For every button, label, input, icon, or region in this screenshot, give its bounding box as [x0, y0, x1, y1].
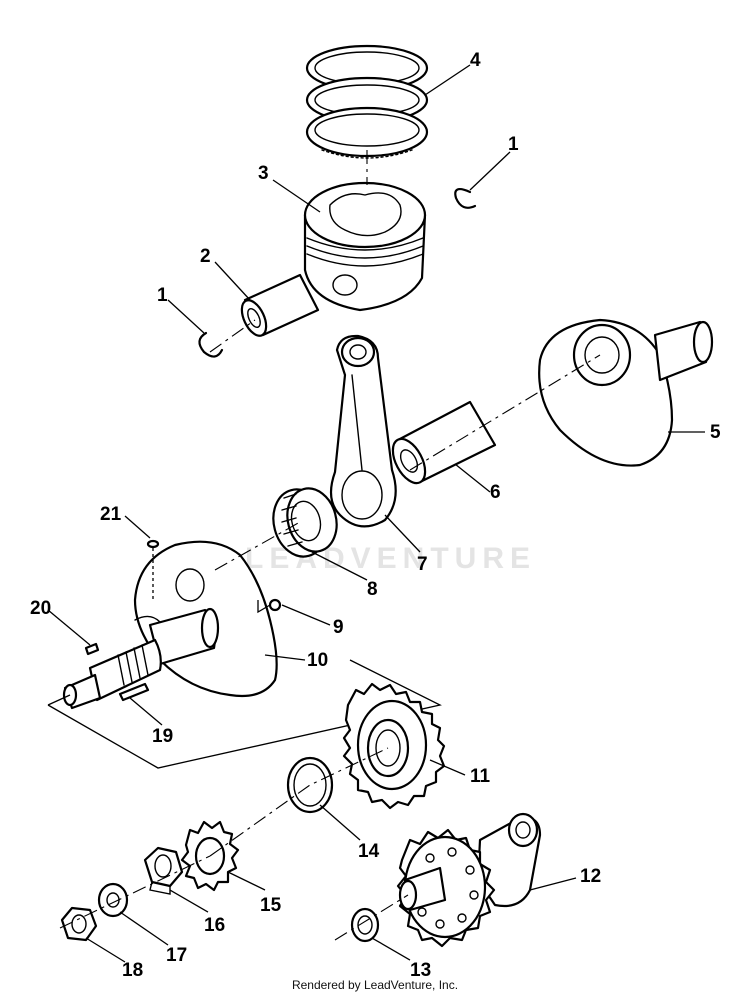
hex-nut[interactable] [60, 906, 98, 942]
callout-10: 10 [307, 650, 328, 671]
leader-lines [47, 64, 705, 963]
woodruff-key[interactable] [146, 539, 160, 549]
crank-pin[interactable] [386, 400, 497, 488]
callout-11: 11 [470, 766, 491, 787]
callout-20: 20 [30, 598, 51, 619]
callout-5: 5 [710, 422, 721, 443]
center-lines [59, 150, 601, 941]
callout-7: 7 [417, 554, 428, 575]
washer[interactable] [97, 882, 129, 918]
callout-16: 16 [204, 915, 225, 936]
callout-4: 4 [470, 50, 481, 71]
callout-3: 3 [258, 163, 269, 184]
callout-labels: 4 1 3 1 2 5 6 7 8 21 9 20 10 19 11 14 12… [30, 50, 721, 981]
callout-13: 13 [410, 960, 431, 981]
callout-2: 2 [200, 246, 211, 267]
callout-6: 6 [490, 482, 501, 503]
dowel-pin[interactable] [118, 682, 150, 702]
piston-pin[interactable] [237, 273, 320, 339]
callout-21: 21 [100, 504, 122, 525]
callout-18: 18 [122, 960, 143, 981]
flange-nut[interactable] [143, 846, 184, 895]
callout-19: 19 [152, 726, 173, 747]
ball[interactable] [268, 598, 282, 612]
needle-bearing[interactable] [266, 483, 343, 563]
piston[interactable] [303, 181, 427, 312]
circlip-upper[interactable] [454, 187, 477, 209]
crankshaft-gear[interactable] [342, 682, 446, 810]
callout-14: 14 [358, 841, 380, 862]
key[interactable] [84, 642, 100, 656]
crankshaft-left[interactable] [62, 540, 278, 710]
thrust-washer[interactable] [286, 756, 334, 814]
callout-8: 8 [367, 579, 378, 600]
camshaft[interactable] [396, 812, 542, 948]
circlip-lower[interactable] [198, 331, 224, 358]
render-credit: Rendered by LeadVenture, Inc. [291, 978, 459, 992]
group-bracket [47, 659, 442, 769]
callout-9: 9 [333, 617, 344, 638]
timing-sprocket[interactable] [180, 820, 240, 892]
callout-15: 15 [260, 895, 282, 916]
cam-washer[interactable] [350, 907, 380, 943]
callout-17: 17 [166, 945, 187, 966]
callout-12: 12 [580, 866, 601, 887]
callout-1-lower: 1 [157, 285, 168, 306]
callout-1-upper: 1 [508, 134, 519, 155]
crankshaft-right[interactable] [538, 318, 714, 467]
piston-rings[interactable] [305, 44, 429, 159]
connecting-rod[interactable] [329, 334, 397, 528]
